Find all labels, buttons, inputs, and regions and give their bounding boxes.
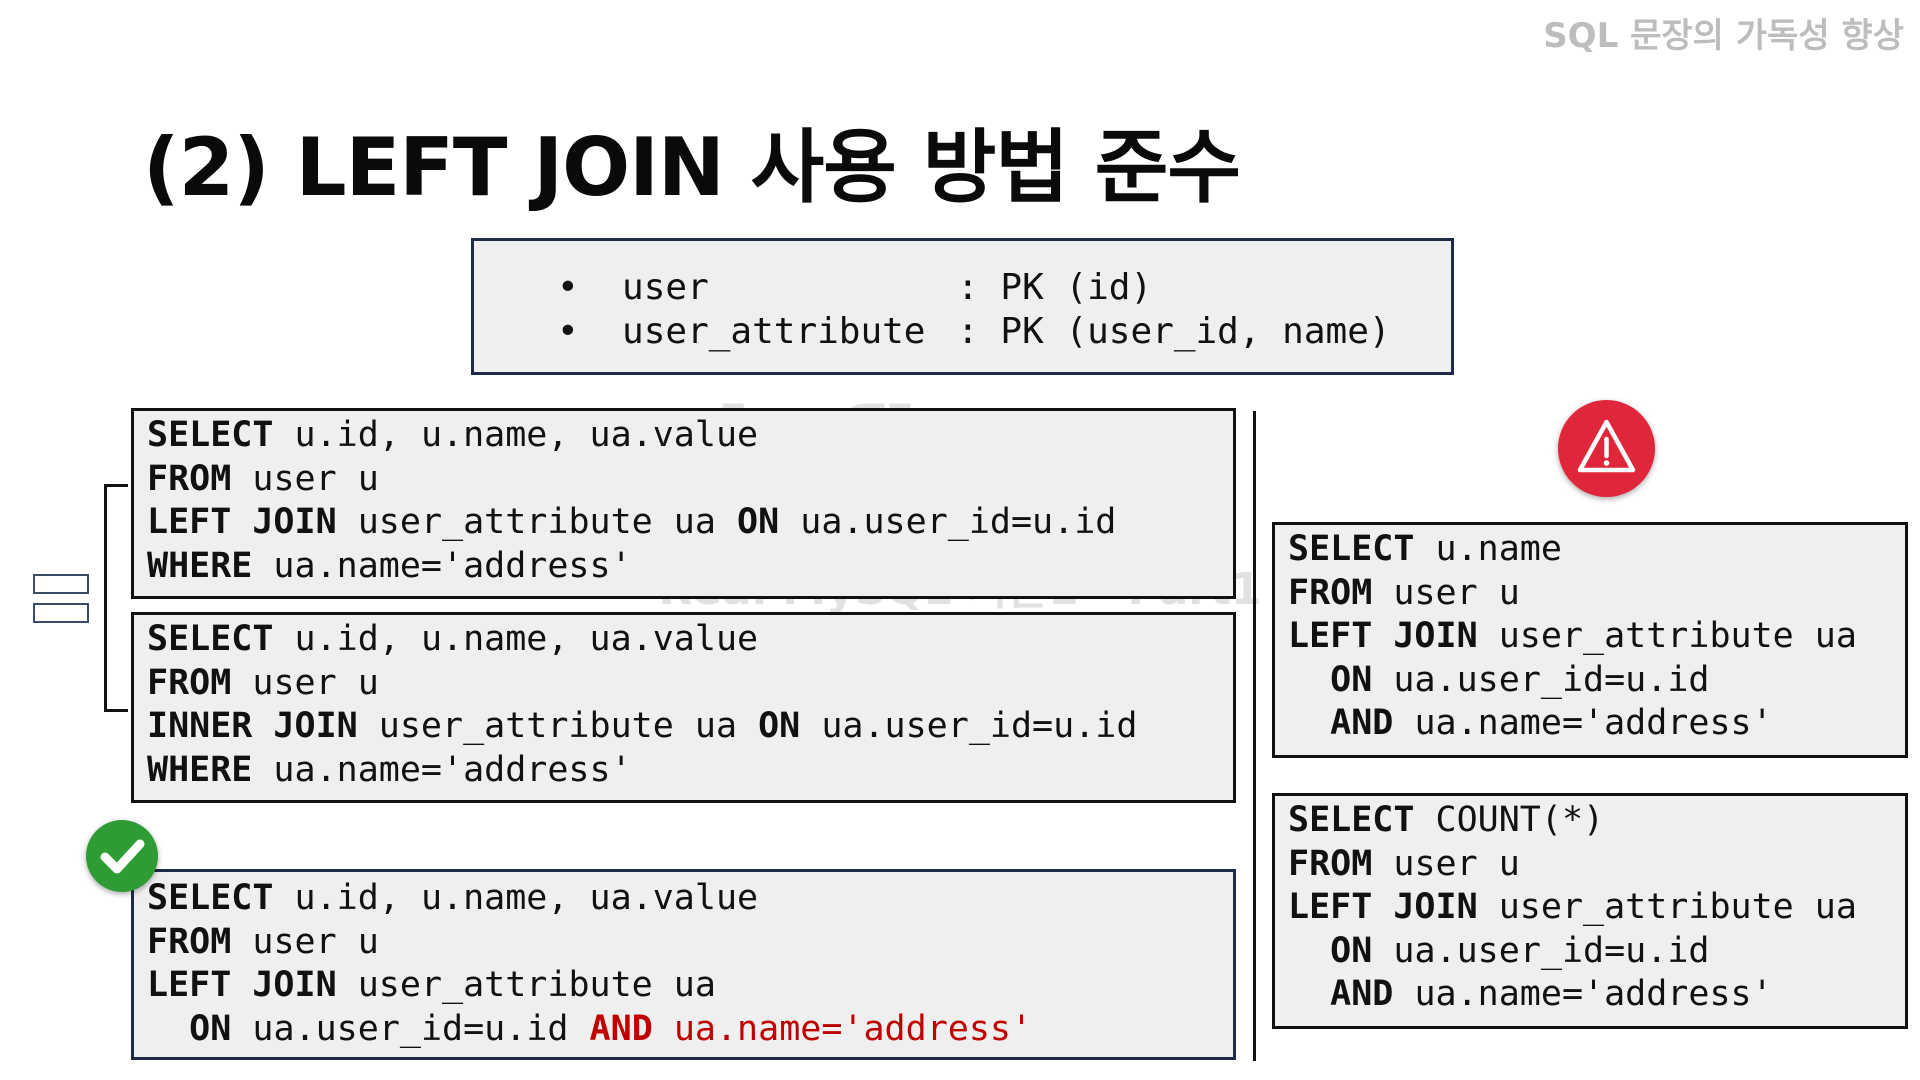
schema-row-user-attribute: • user_attribute: PK (user_id, name)	[557, 311, 1391, 352]
equivalence-bracket	[104, 484, 128, 712]
warning-triangle-icon	[1558, 400, 1655, 497]
corner-section-title: SQL 문장의 가독성 향상	[1543, 16, 1904, 56]
code-block: SELECT COUNT(*) FROM user u LEFT JOIN us…	[1288, 800, 1857, 1014]
check-circle-icon	[86, 820, 158, 892]
query-left-join-on-and: SELECT u.id, u.name, ua.value FROM user …	[131, 869, 1236, 1060]
query-left-join-select-name: SELECT u.name FROM user u LEFT JOIN user…	[1272, 522, 1908, 758]
code-block: SELECT u.name FROM user u LEFT JOIN user…	[1288, 529, 1857, 743]
query-left-join-where: SELECT u.id, u.name, ua.value FROM user …	[131, 408, 1236, 599]
code-block: SELECT u.id, u.name, ua.value FROM user …	[147, 415, 1117, 586]
schema-box: • user: PK (id) • user_attribute: PK (us…	[471, 238, 1454, 375]
vertical-divider	[1253, 411, 1256, 1061]
slide-title: (2) LEFT JOIN 사용 방법 준수	[143, 121, 1241, 214]
code-block: SELECT u.id, u.name, ua.value FROM user …	[147, 878, 1033, 1049]
code-block: SELECT u.id, u.name, ua.value FROM user …	[147, 619, 1138, 790]
query-left-join-count: SELECT COUNT(*) FROM user u LEFT JOIN us…	[1272, 793, 1908, 1029]
schema-row-user: • user: PK (id)	[557, 267, 1153, 308]
equals-icon	[33, 574, 89, 632]
query-inner-join-where: SELECT u.id, u.name, ua.value FROM user …	[131, 612, 1236, 803]
